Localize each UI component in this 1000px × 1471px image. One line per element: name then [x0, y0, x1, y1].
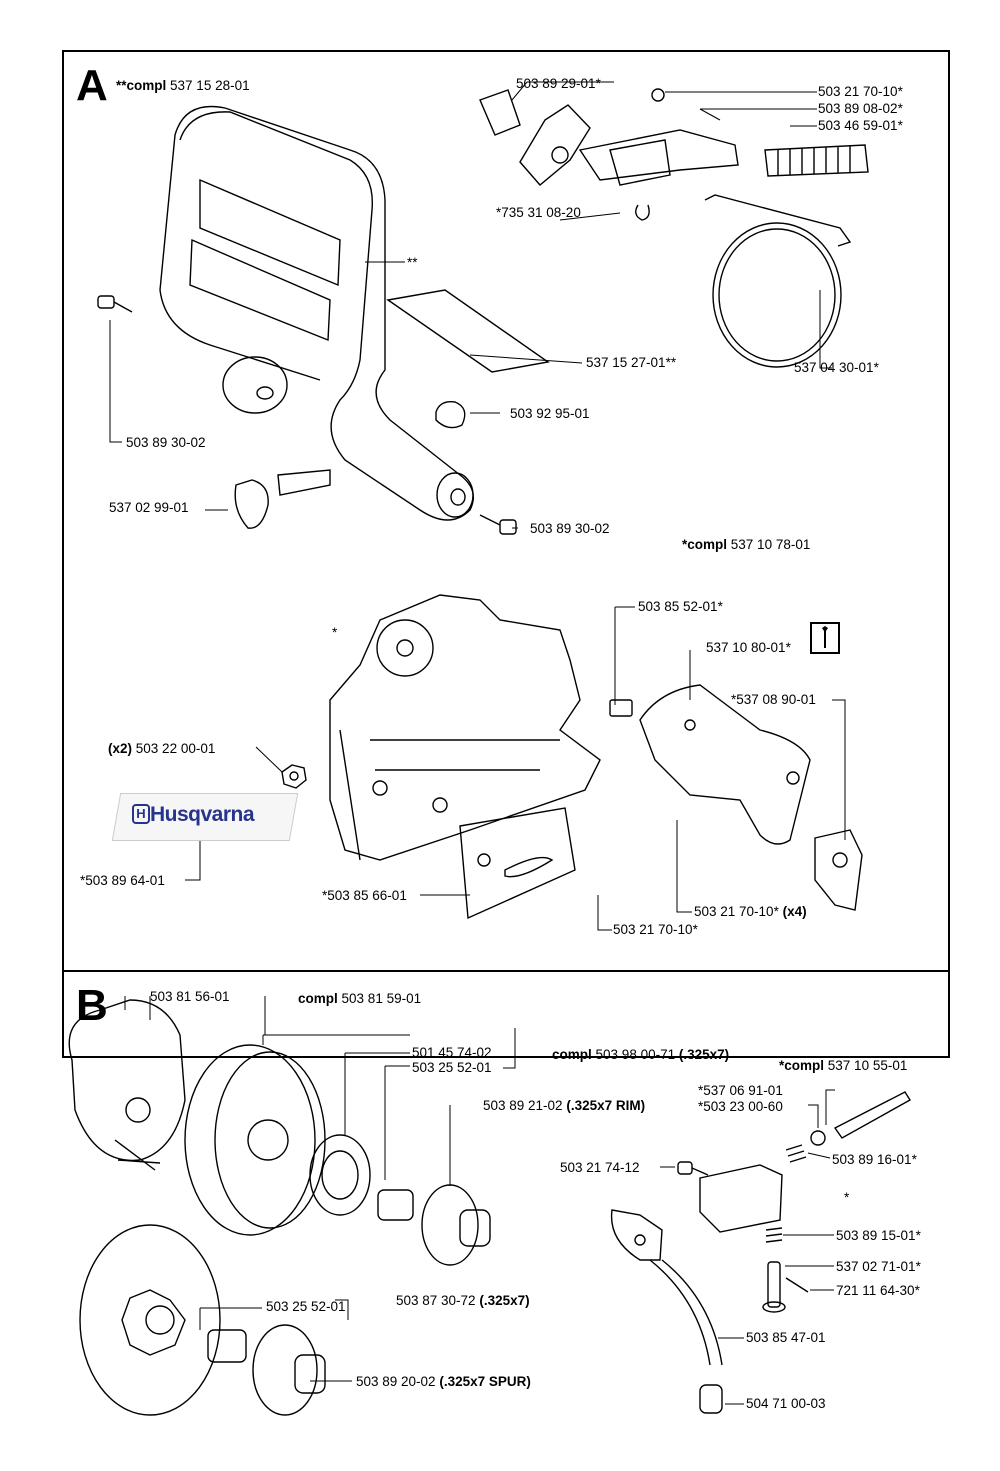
pump-piston-drawing — [810, 1091, 911, 1146]
needle-bearing-drawing — [207, 1189, 414, 1363]
part-label: 503 89 08-02* — [818, 101, 903, 116]
clutch-drawing — [68, 999, 186, 1171]
qty: (x4) — [782, 904, 807, 919]
nut-drawing — [281, 764, 307, 789]
screw-drawing — [97, 295, 517, 535]
section-letter-a: A — [76, 61, 108, 110]
part-label: 721 11 64-30* — [836, 1283, 920, 1298]
spec: (.325x7) — [479, 1293, 530, 1308]
handle-knob-drawing — [222, 356, 288, 414]
qty-part-label: 503 21 70-10* (x4) — [694, 904, 807, 920]
clutch-drum-spur-drawing — [79, 1224, 221, 1416]
part-label: 503 25 52-01 — [266, 1299, 346, 1314]
compl-part: 537 10 78-01 — [730, 537, 811, 552]
spring-b-drawing — [765, 1144, 807, 1243]
compl-cover-label: *compl 537 10 78-01 — [682, 537, 810, 553]
part-number: 503 22 00-01 — [135, 741, 216, 756]
oil-filter-drawing — [699, 1384, 723, 1414]
part-label: *503 85 66-01 — [322, 888, 407, 903]
clutch-drum-rim-drawing — [184, 1044, 326, 1236]
bar-plate-drawing — [459, 807, 576, 920]
part-number: 503 89 20-02 — [356, 1374, 436, 1389]
qty: (x2) — [108, 741, 133, 756]
part-number: 503 21 70-10* — [694, 904, 779, 919]
small-screw-b-drawing — [677, 1161, 709, 1176]
spur-hub-drawing — [252, 1324, 326, 1416]
spec-part-label: 503 87 30-72 (.325x7) — [396, 1293, 530, 1309]
compl-part: 503 81 59-01 — [341, 991, 422, 1006]
part-label: 537 15 27-01** — [586, 355, 677, 370]
warning-label-drawing — [386, 289, 550, 373]
chain-catcher-drawing — [814, 829, 863, 911]
wrench-icon — [810, 622, 840, 654]
part-label: * — [844, 1190, 850, 1205]
part-label: 501 45 74-02 — [412, 1045, 492, 1060]
compl-prefix: **compl — [116, 78, 167, 93]
part-label: 537 02 71-01* — [836, 1259, 921, 1274]
part-label: 503 46 59-01* — [818, 118, 903, 133]
part-label: 503 89 30-02 — [126, 435, 206, 450]
part-label: 503 21 70-10* — [818, 84, 903, 99]
spring-washer-drawing — [435, 401, 466, 429]
part-label: *537 08 90-01 — [731, 692, 816, 707]
compl-part: 537 15 28-01 — [170, 78, 250, 93]
part-label: 537 04 30-01* — [794, 360, 879, 375]
chain-brake-handle-drawing — [159, 105, 474, 521]
part-label: 503 89 16-01* — [832, 1152, 917, 1167]
compl-main-label: **compl 537 15 28-01 — [116, 78, 250, 94]
part-label: 503 21 70-10* — [613, 922, 698, 937]
part-label: * — [332, 625, 338, 640]
spec-part-label: 503 89 21-02 (.325x7 RIM) — [483, 1098, 645, 1114]
compl-prefix: *compl — [779, 1058, 825, 1073]
husqvarna-logo-text: Husqvarna — [150, 803, 255, 826]
part-label: 503 92 95-01 — [510, 406, 590, 421]
compl-prefix: compl — [552, 1047, 592, 1062]
part-label: 503 81 56-01 — [150, 989, 230, 1004]
part-label: 503 85 47-01 — [746, 1330, 826, 1345]
spec: (.325x7 SPUR) — [439, 1374, 531, 1389]
brake-lever-assembly-drawing — [479, 88, 739, 221]
lever-drawing — [234, 469, 331, 529]
brake-spring-drawing — [764, 144, 869, 177]
spec: (.325x7 RIM) — [566, 1098, 646, 1113]
compl-prefix: compl — [298, 991, 338, 1006]
part-label: 503 85 52-01* — [638, 599, 723, 614]
part-label: *537 06 91-01 — [698, 1083, 783, 1098]
compl-prefix: *compl — [682, 537, 728, 552]
part-label: 503 21 74-12 — [560, 1160, 640, 1175]
compl-part: 537 10 55-01 — [827, 1058, 908, 1073]
part-label: ** — [407, 255, 418, 270]
part-label: 537 10 80-01* — [706, 640, 791, 655]
oil-pump-drawing — [610, 1164, 783, 1366]
compl-label: *compl 537 10 55-01 — [779, 1058, 907, 1074]
qty-part-label: (x2) 503 22 00-01 — [108, 741, 215, 757]
part-label: 504 71 00-03 — [746, 1396, 826, 1411]
compl-label: compl 503 81 59-01 — [298, 991, 421, 1007]
rim-sprocket-drawing — [309, 1134, 371, 1216]
compl-part: 503 98 00-71 — [595, 1047, 676, 1062]
part-label: *503 23 00-60 — [698, 1099, 783, 1114]
husqvarna-crown-icon: H — [132, 804, 150, 824]
spec-part-label: 503 89 20-02 (.325x7 SPUR) — [356, 1374, 531, 1390]
rim-hub-drawing — [421, 1184, 491, 1266]
part-label: 503 25 52-01 — [412, 1060, 492, 1075]
part-label: 537 02 99-01 — [109, 500, 189, 515]
clutch-cover-drawing — [329, 594, 633, 861]
part-label: 503 89 29-01* — [516, 76, 601, 91]
part-label: *503 89 64-01 — [80, 873, 165, 888]
adjuster-screw-drawing — [762, 1261, 809, 1313]
part-number: 503 89 21-02 — [483, 1098, 563, 1113]
diagram-frame — [62, 50, 950, 1058]
part-number: 503 87 30-72 — [396, 1293, 476, 1308]
part-label: 503 89 15-01* — [836, 1228, 921, 1243]
chain-guide-drawing — [639, 684, 811, 845]
section-divider — [62, 970, 950, 972]
part-label: 503 89 30-02 — [530, 521, 610, 536]
compl-spec: (.325x7) — [678, 1047, 730, 1062]
brake-band-drawing — [704, 194, 852, 368]
part-label: *735 31 08-20 — [496, 205, 581, 220]
section-letter-b: B — [76, 981, 108, 1030]
compl-label: compl 503 98 00-71 (.325x7) — [552, 1047, 729, 1063]
